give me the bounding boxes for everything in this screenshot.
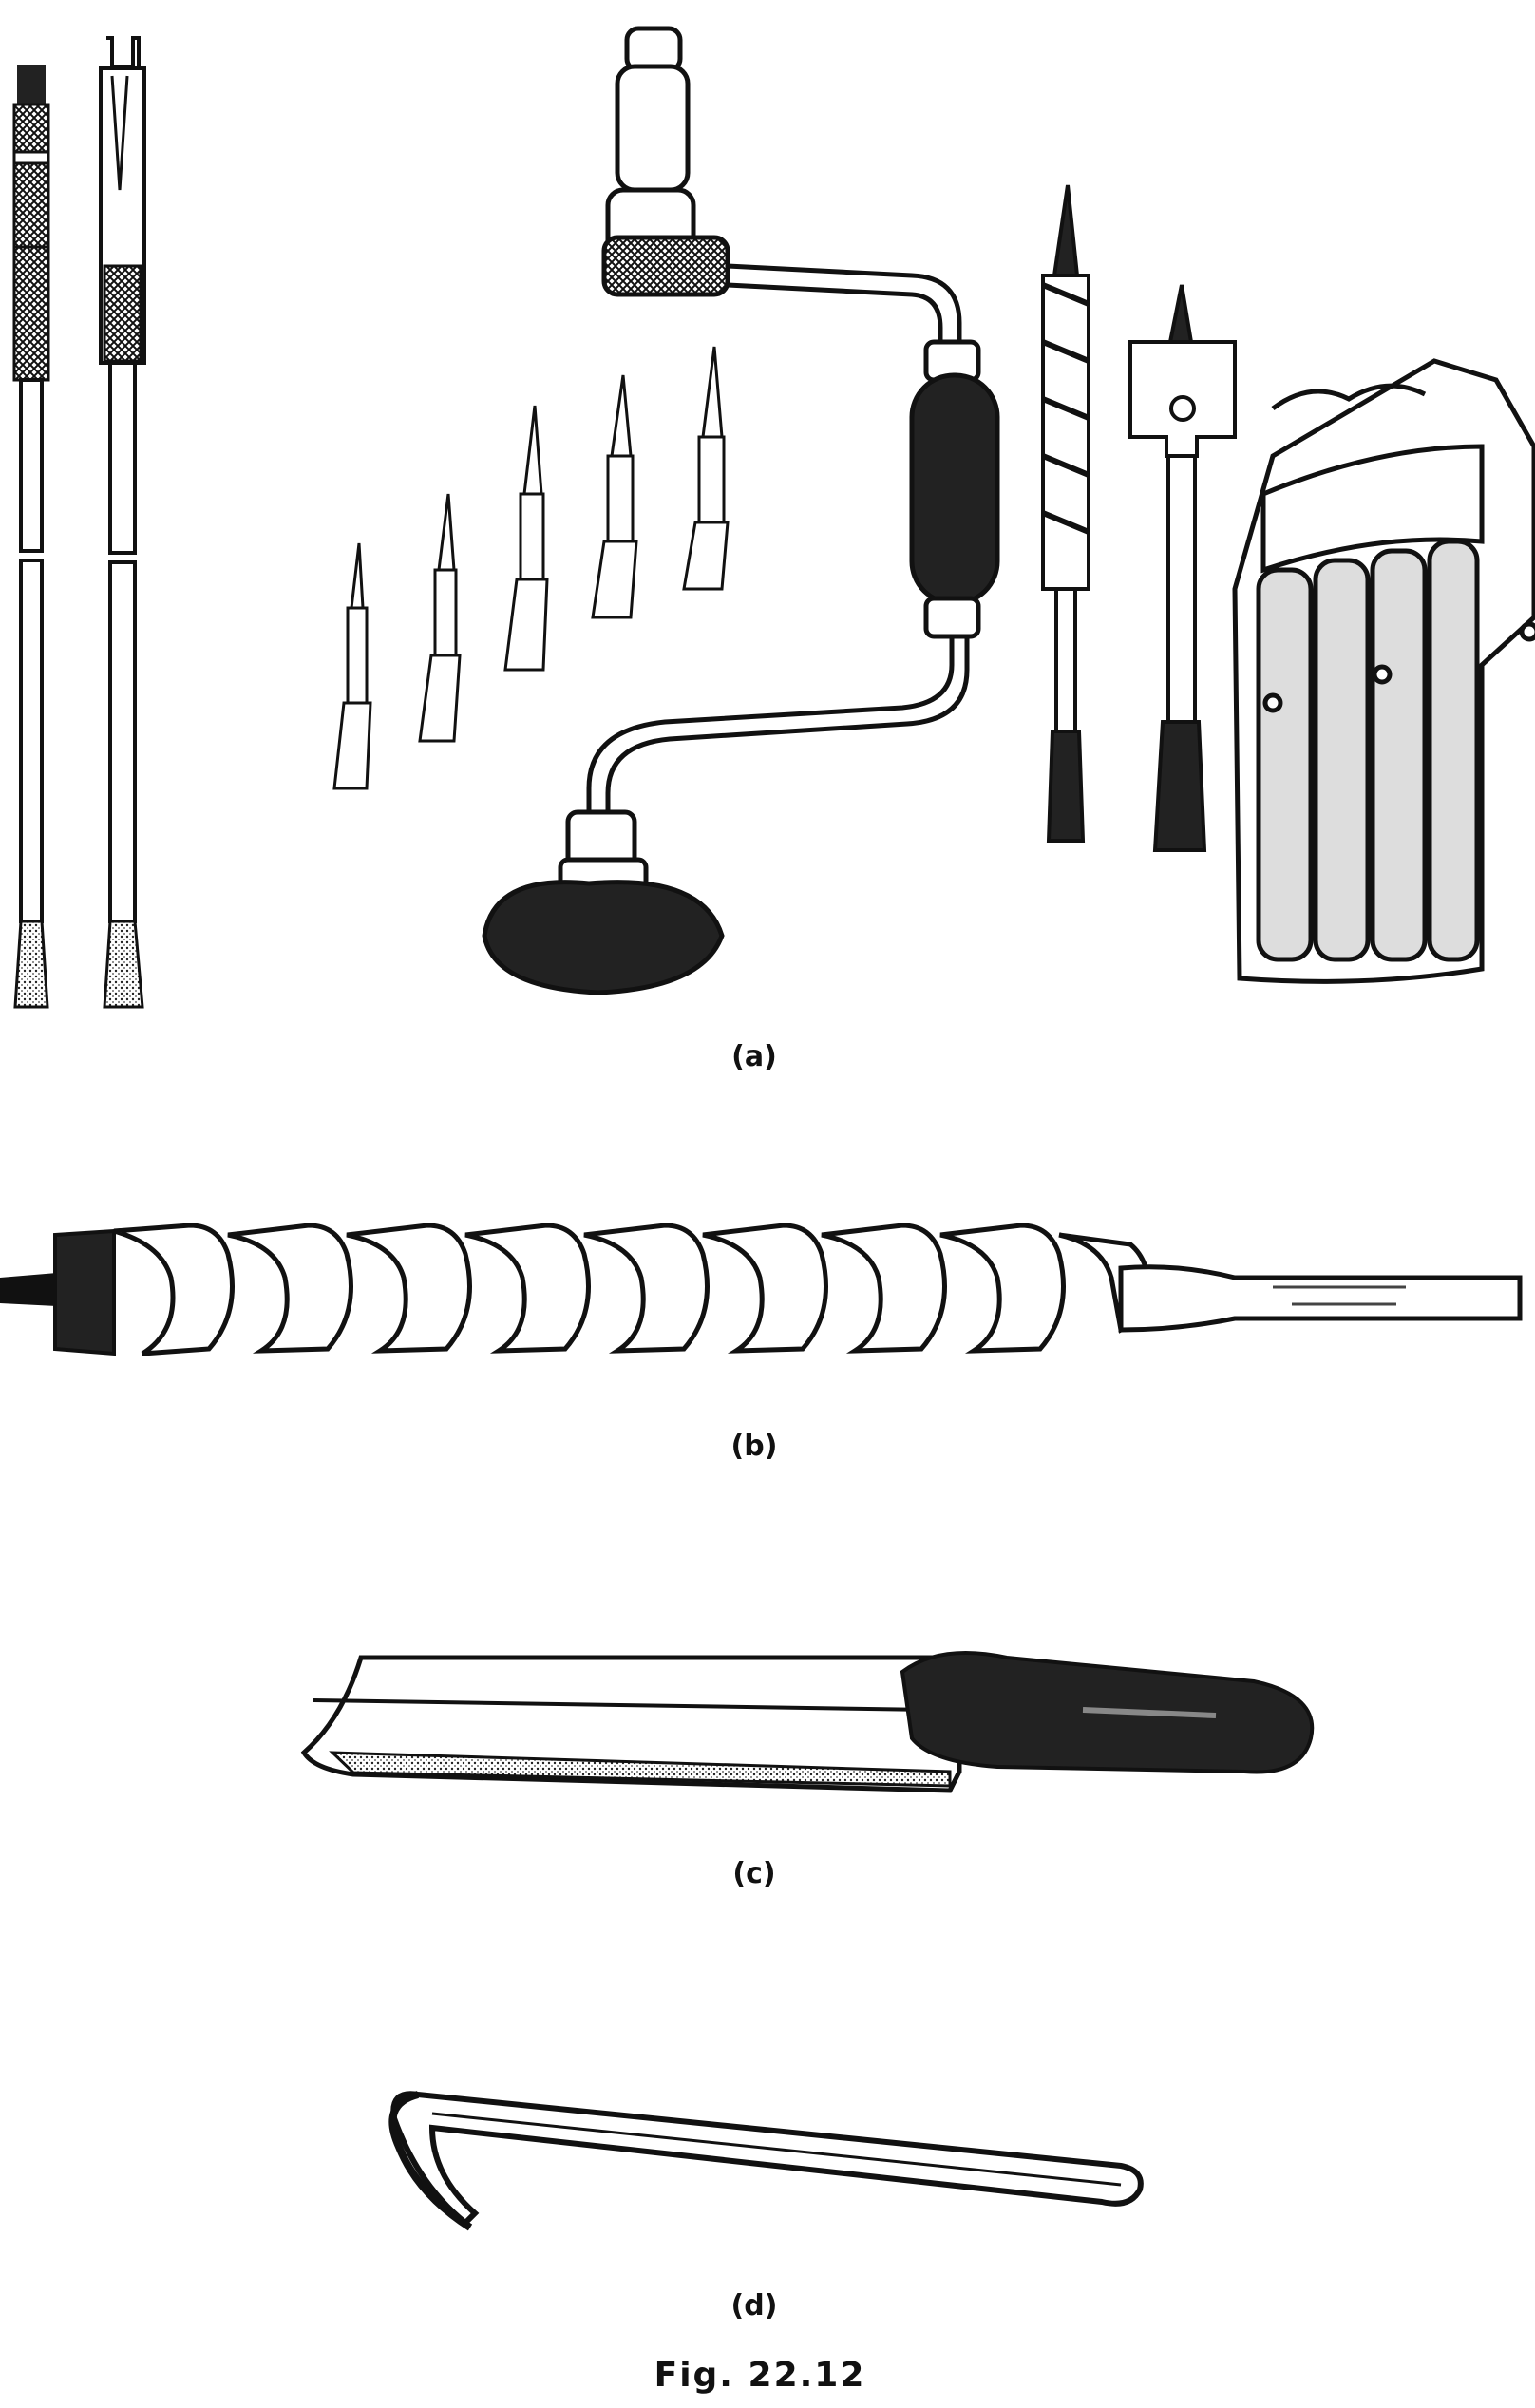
label-d: (d) <box>730 2289 778 2323</box>
label-b: (b) <box>730 1430 778 1463</box>
figure-caption: Fig. 22.12 <box>654 2356 866 2395</box>
push-drill-closed <box>12 65 50 1009</box>
auger-bit <box>1041 184 1090 843</box>
panel-c-scraper <box>300 1651 1315 1793</box>
panel-b-auger-bit <box>0 1223 1523 1356</box>
label-a: (a) <box>731 1040 777 1073</box>
twist-drill-bits <box>332 346 730 790</box>
panel-d-pry-bar <box>388 2091 1144 2231</box>
panel-a-tools <box>12 26 1535 1009</box>
label-c: (c) <box>732 1857 776 1890</box>
hand-brace <box>482 26 1000 995</box>
push-drill-cutaway <box>99 36 146 1009</box>
spade-bit <box>1128 284 1237 852</box>
bit-pouch <box>1232 358 1535 984</box>
